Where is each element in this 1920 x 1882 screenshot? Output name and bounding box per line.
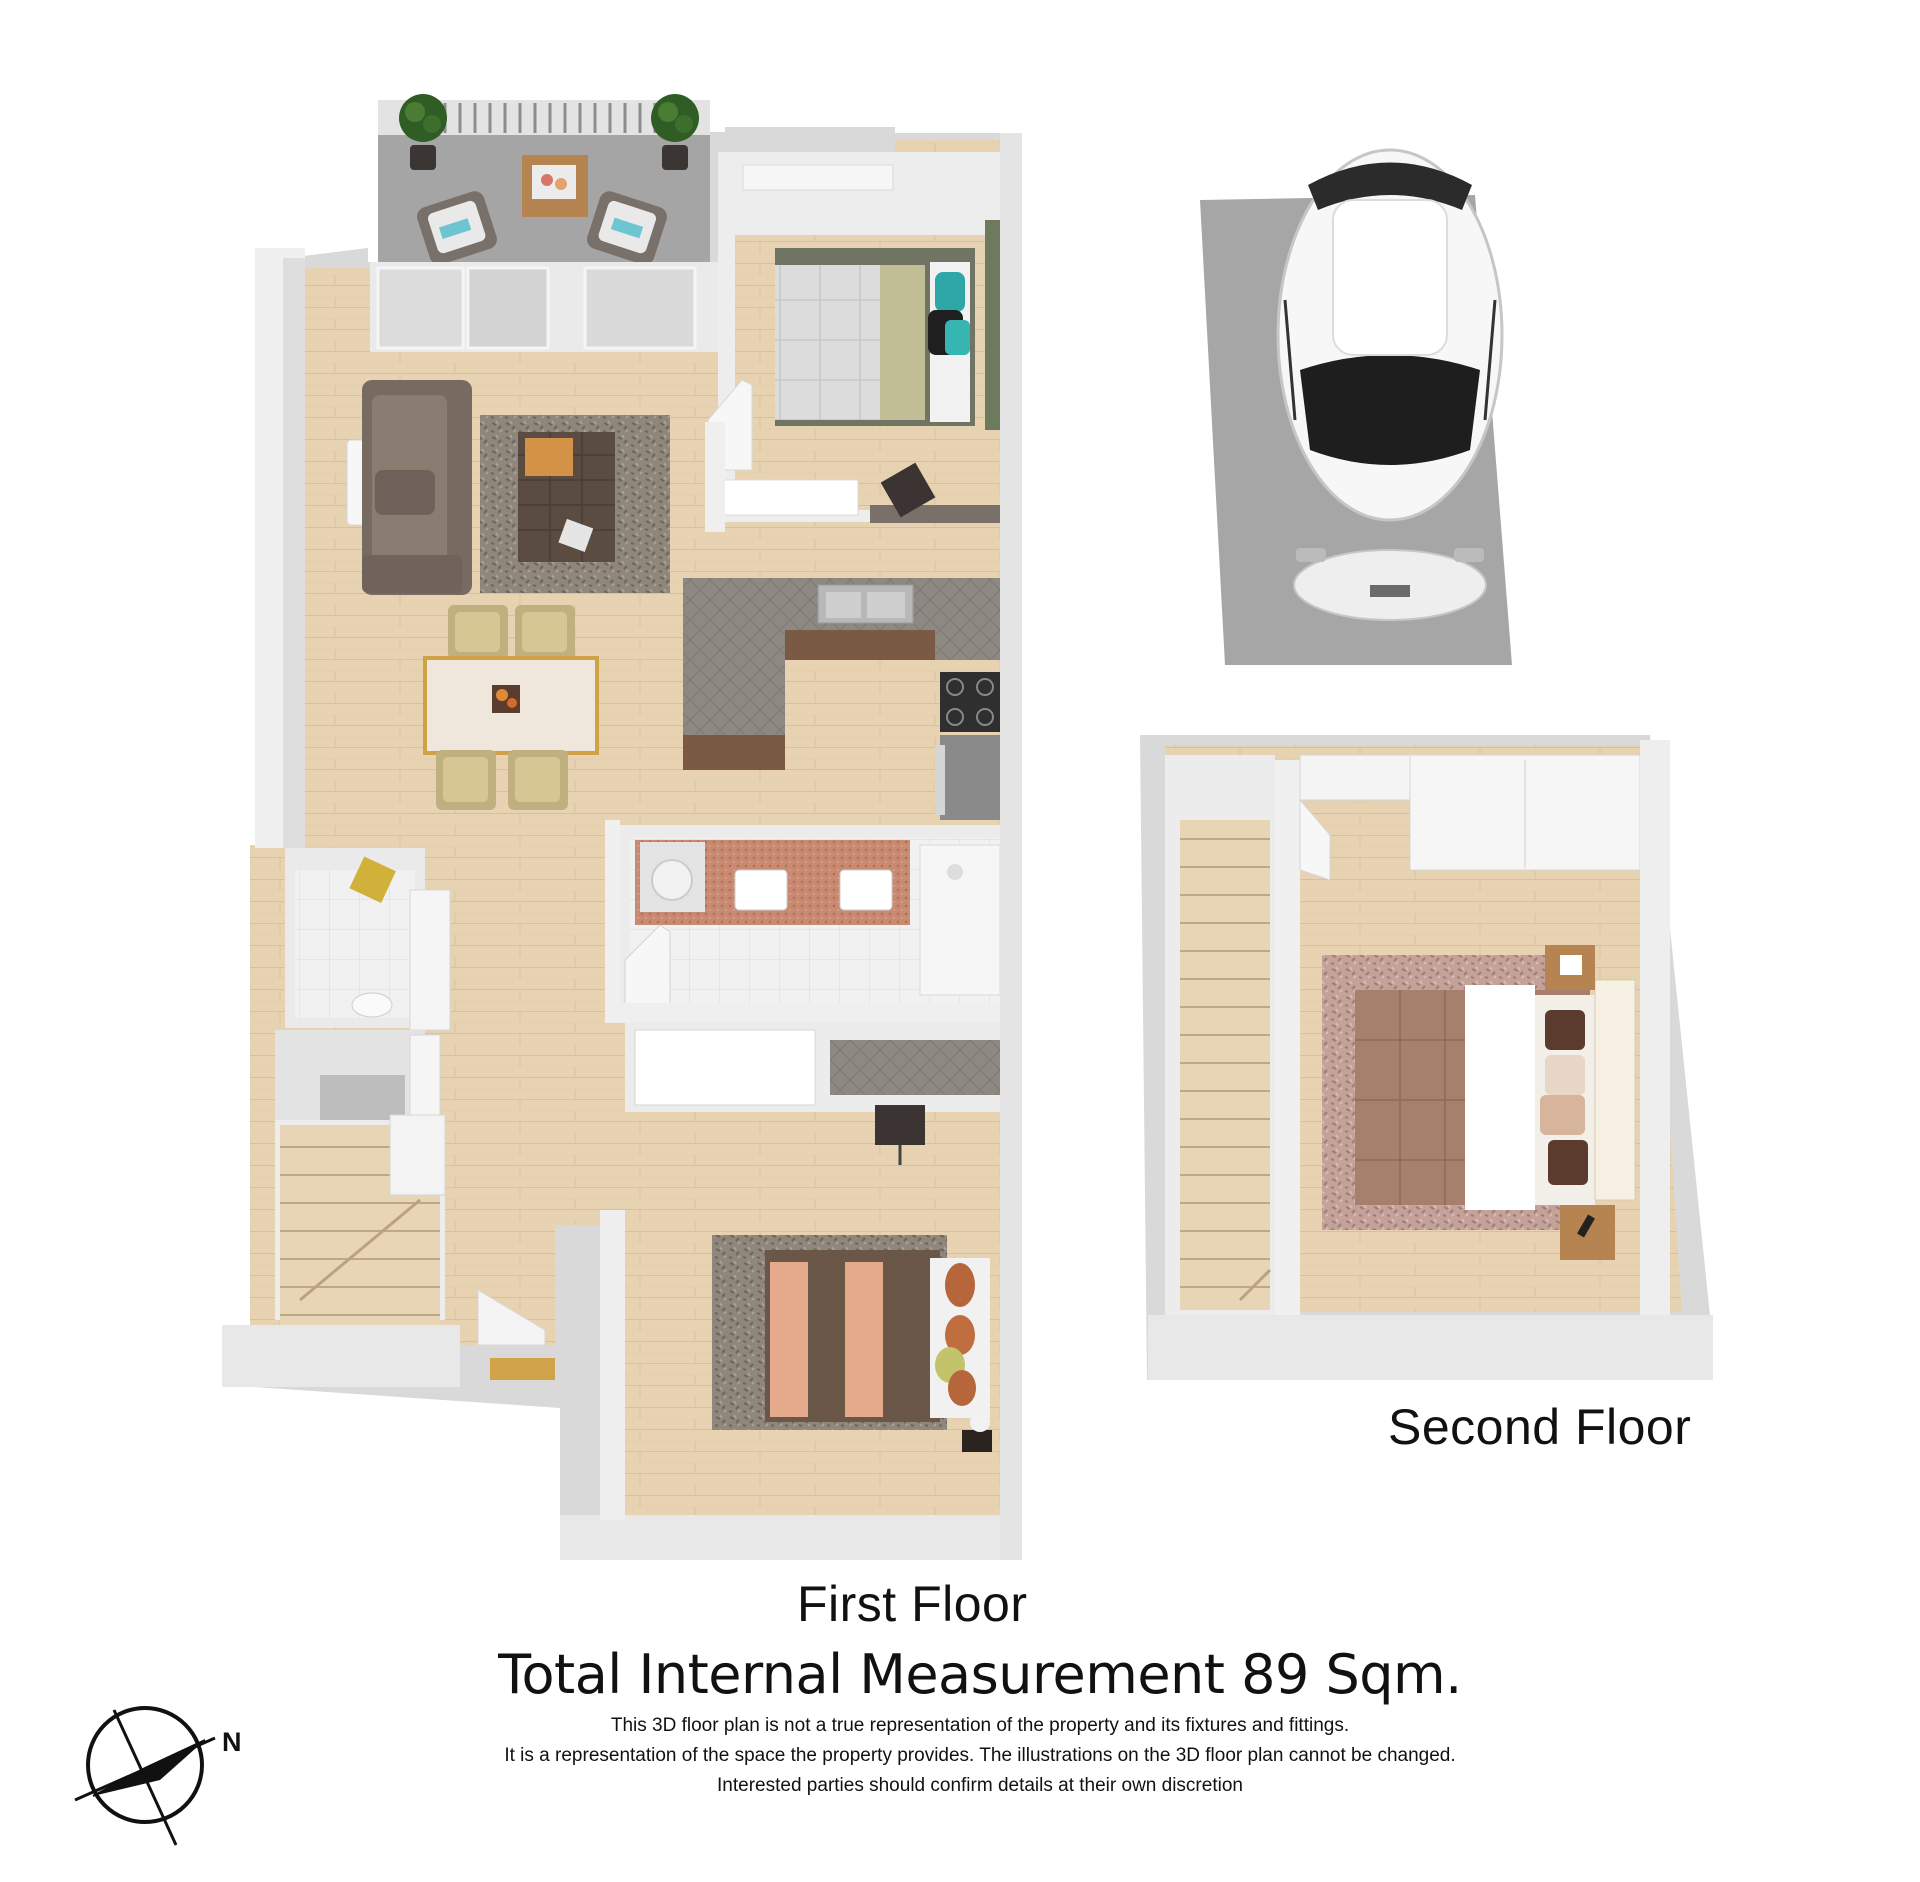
- bedside-table: [1560, 1205, 1615, 1260]
- sofa: [362, 380, 472, 595]
- desk-chair: [880, 462, 936, 518]
- kitchen: [683, 578, 1000, 820]
- first-floor-plan: [222, 94, 1022, 1560]
- basin: [734, 869, 788, 911]
- staircase-first-floor: [275, 1114, 446, 1325]
- study-nook: [625, 1022, 1005, 1165]
- balcony: [378, 94, 710, 268]
- bedroom-one: [707, 152, 1000, 523]
- first-floor-label: First Floor: [797, 1576, 1028, 1632]
- disclaimer-line-2: It is a representation of the space the …: [504, 1745, 1456, 1766]
- total-measurement-heading: Total Internal Measurement 89 Sqm.: [498, 1643, 1462, 1706]
- bathroom: [610, 825, 1005, 1006]
- second-floor-label: Second Floor: [1388, 1399, 1692, 1455]
- compass-icon: [74, 1706, 216, 1846]
- desk-chair: [875, 1105, 925, 1145]
- plant-pot-icon: [410, 145, 436, 170]
- entry-door: [477, 1289, 546, 1346]
- dining-set: [423, 605, 599, 810]
- entry-mat: [490, 1358, 555, 1380]
- bedside-table: [962, 1430, 992, 1452]
- disclaimer-line-1: This 3D floor plan is not a true represe…: [610, 1715, 1350, 1736]
- second-floor-plan: [1140, 735, 1713, 1380]
- car-icon: [1276, 148, 1504, 621]
- disclaimer-line-3: Interested parties should confirm detail…: [717, 1775, 1243, 1796]
- toilet-room: [285, 848, 451, 1031]
- carport: [1200, 148, 1512, 665]
- staircase-second-floor: [1165, 755, 1300, 1315]
- plant-pot-icon: [662, 145, 688, 170]
- compass-north-label: N: [222, 1727, 242, 1757]
- basin: [839, 869, 893, 911]
